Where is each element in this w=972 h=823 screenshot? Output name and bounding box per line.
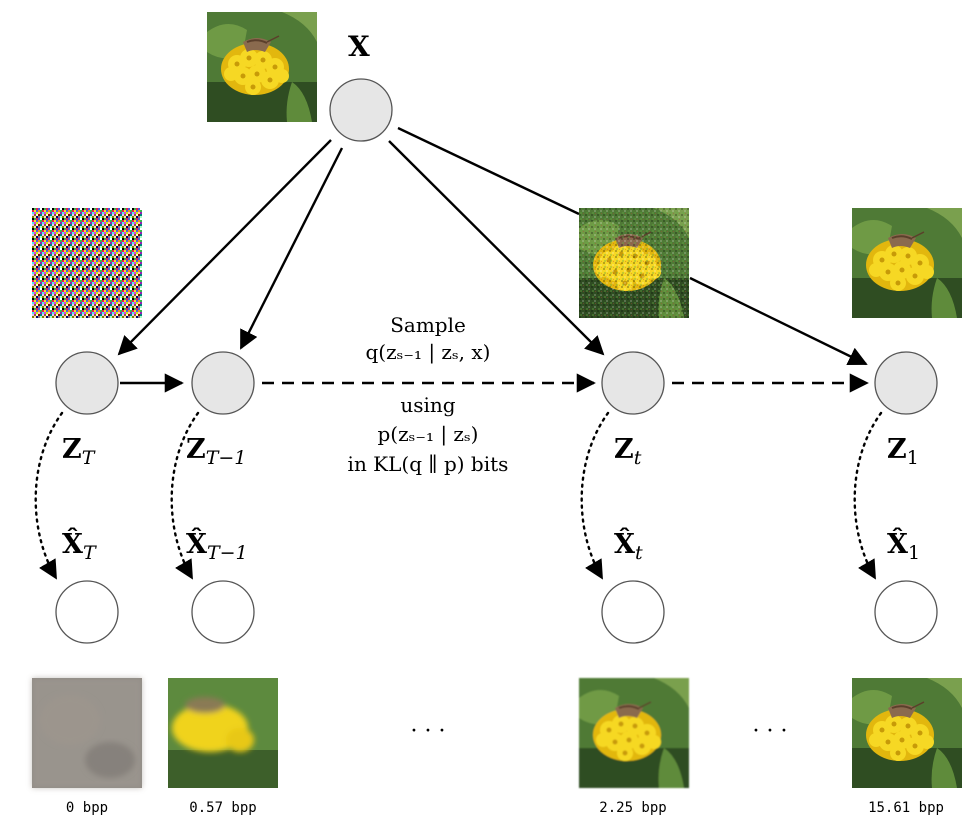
reconstruction-image-1561bpp [851,677,963,789]
edge-x-to-zT [117,139,332,356]
edge-x-to-noisy-image [397,126,580,216]
label-xhat-t: X̂t [614,527,643,564]
bitrate-label-2: 2.25 bpp [599,800,666,816]
ellipsis-right: · · · [753,719,788,744]
label-z-T: ZT [62,434,96,469]
node-xhat-1 [874,580,938,644]
node-x [329,78,393,142]
bitrate-label-1: 0.57 bpp [189,800,256,816]
annotation-line-1: Sample [390,313,466,337]
decode-arc-1 [853,411,883,580]
reconstruction-image-057bpp [168,678,278,788]
reconstruction-image-0bpp [32,678,142,788]
label-z-t: Zt [614,434,642,469]
node-xhat-t [601,580,665,644]
original-image-x [206,11,318,123]
node-xhat-T [55,580,119,644]
node-z-T1 [191,351,255,415]
label-x: X [348,30,370,63]
annotation-line-5: in KL(q ∥ p) bits [348,452,509,476]
bitrate-label-0: 0 bpp [66,800,108,816]
ellipsis-left: · · · [411,719,446,744]
annotation-line-3: using [400,393,455,417]
node-xhat-T1 [191,580,255,644]
transition-annotation: Sample q(zₛ₋₁ | zₛ, x) using p(zₛ₋₁ | zₛ… [348,313,509,476]
edge-x-to-zt [388,140,605,356]
noise-image-z-T [32,208,142,318]
annotation-line-2: q(zₛ₋₁ | zₛ, x) [366,340,491,365]
decode-arc-T [34,411,64,580]
decode-arc-t [580,411,610,580]
clean-image-z-1 [851,207,963,319]
nodes [55,78,938,644]
reconstruction-image-225bpp [578,677,690,789]
label-xhat-1: X̂1 [887,527,920,564]
decode-arc-T1 [170,411,200,580]
edge-x-to-zT1 [239,147,344,350]
label-z-T1: ZT−1 [186,434,246,469]
label-xhat-T: X̂T [62,527,97,564]
bitrate-label-3: 15.61 bpp [868,800,944,816]
label-z-1: Z1 [887,434,919,469]
edge-noisy-image-to-z1 [689,276,868,366]
noisy-image-z-t [578,207,690,319]
edges [34,126,883,580]
annotation-line-4: p(zₛ₋₁ | zₛ) [378,422,479,447]
node-z-1 [874,351,938,415]
label-xhat-T1: X̂T−1 [186,527,248,564]
node-z-t [601,351,665,415]
node-z-T [55,351,119,415]
